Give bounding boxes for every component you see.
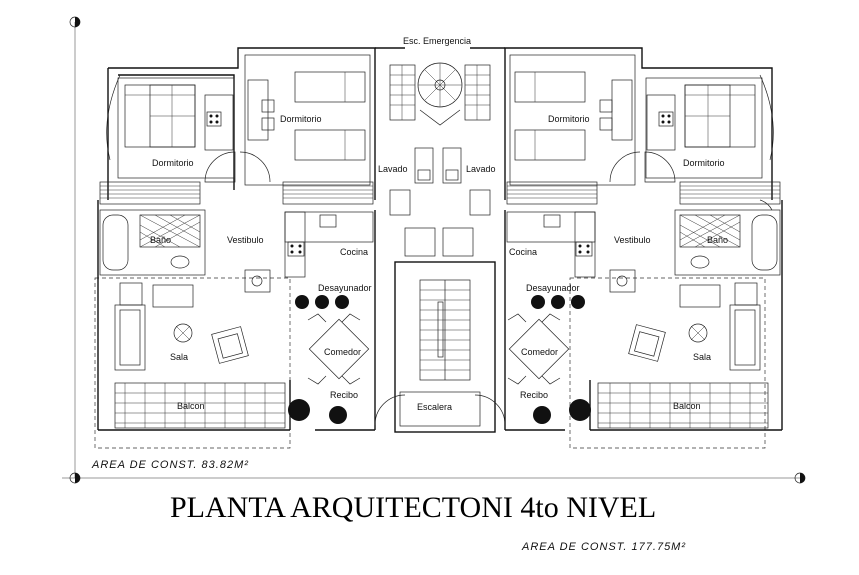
reference-lines — [62, 16, 806, 484]
label-stair-main: Escalera — [417, 402, 452, 412]
label-bedroom-right-1: Dormitorio — [548, 114, 590, 124]
label-stair-emergency: Esc. Emergencia — [403, 36, 471, 46]
label-living-right: Sala — [693, 352, 711, 362]
label-breakfast-right: Desayunador — [526, 283, 580, 293]
label-bedroom-right-2: Dormitorio — [683, 158, 725, 168]
label-laundry-right: Lavado — [466, 164, 496, 174]
label-bedroom-left-2: Dormitorio — [280, 114, 322, 124]
label-hall-left: Vestibulo — [227, 235, 264, 245]
area-bottom: AREA DE CONST. 177.75M² — [521, 541, 686, 553]
label-bath-left: Baño — [150, 235, 171, 245]
central-core — [374, 47, 506, 433]
label-bedroom-left-1: Dormitorio — [152, 158, 194, 168]
label-bath-right: Baño — [707, 235, 728, 245]
label-reception-left: Recibo — [330, 390, 358, 400]
apartment-left — [97, 47, 376, 431]
label-breakfast-left: Desayunador — [318, 283, 372, 293]
label-living-left: Sala — [170, 352, 188, 362]
label-reception-right: Recibo — [520, 390, 548, 400]
label-kitchen-right: Cocina — [509, 247, 537, 257]
label-dining-left: Comedor — [324, 347, 361, 357]
label-dining-right: Comedor — [521, 347, 558, 357]
label-laundry-left: Lavado — [378, 164, 408, 174]
label-hall-right: Vestibulo — [614, 235, 651, 245]
label-kitchen-left: Cocina — [340, 247, 368, 257]
area-left: AREA DE CONST. 83.82M² — [91, 459, 249, 471]
label-balcony-left: Balcon — [177, 401, 205, 411]
label-balcony-right: Balcon — [673, 401, 701, 411]
plan-title: PLANTA ARQUITECTONI 4to NIVEL — [170, 491, 656, 524]
apartment-right — [504, 47, 783, 431]
room-labels: Esc. Emergencia Dormitorio Dormitorio Do… — [150, 36, 728, 412]
